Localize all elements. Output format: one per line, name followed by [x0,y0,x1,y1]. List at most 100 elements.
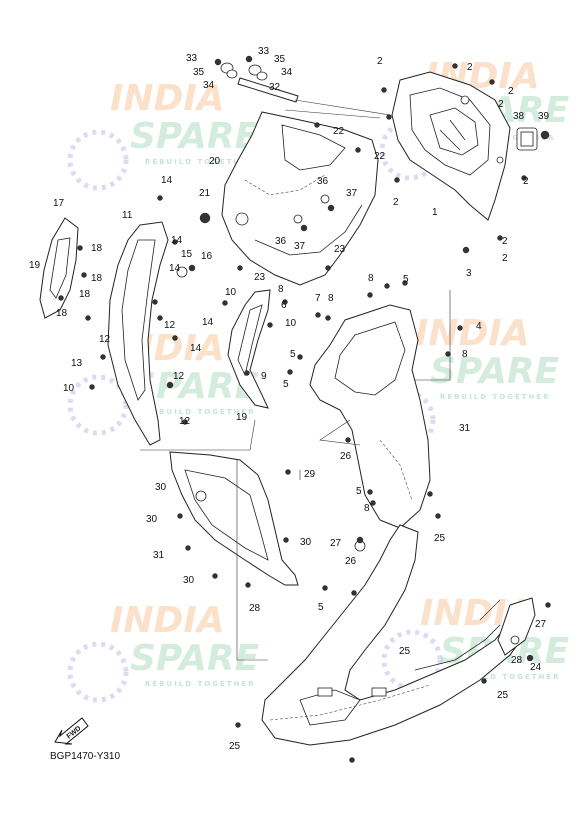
callout-37: 37 [294,241,306,252]
callout-34: 34 [281,67,293,78]
callout-31: 29 [304,469,316,480]
callout-18: 18 [56,308,68,319]
watermark-india-text: INDIA [110,600,225,641]
callout-5: 5 [283,379,289,390]
callout-8: 4 [476,321,482,332]
callout-6: 7 [315,293,321,304]
callout-2: 2 [523,176,529,187]
part-4-right-side-panel [309,304,431,529]
callout-35: 35 [274,54,286,65]
callout-18: 18 [79,289,91,300]
callout-10: 9 [261,371,267,382]
callout-23: 23 [254,272,266,283]
part-32-rod-assembly [214,55,299,103]
callout-14: 14 [161,175,173,186]
part-29-under-cover [169,451,299,586]
callout-17: 17 [53,198,65,209]
part-20-center-cowl [199,111,379,286]
callout-28: 27 [330,538,342,549]
callout-5: 5 [356,486,362,497]
part-26-lower-bracket [354,536,536,662]
callout-5: 8 [462,349,468,360]
callout-22: 22 [374,151,386,162]
callout-12: 12 [179,416,191,427]
callout-15: 15 [181,249,193,260]
callout-12: 12 [173,371,185,382]
callout-5: 8 [364,503,370,514]
callout-18: 18 [91,243,103,254]
callout-2: 2 [502,253,508,264]
callout-19: 8 [278,284,284,295]
callout-2: 2 [502,236,508,247]
callout-14: 14 [169,263,181,274]
callout-2: 2 [393,197,399,208]
callout-2: 2 [467,62,473,73]
watermark-tagline: REBUILD TOGETHER [450,673,561,681]
callout-25: 5 [318,602,324,613]
watermark-top-left: INDIA SPARE REBUILD TOGETHER [67,78,260,191]
watermark-mid-right: INDIA SPARE REBUILD TOGETHER [374,313,560,451]
callout-33: 33 [186,53,198,64]
callout-5: 5 [290,349,296,360]
callout-23: 23 [334,244,346,255]
callout-8: 26 [340,451,352,462]
callout-30: 28 [249,603,261,614]
callout-31: 30 [300,537,312,548]
callout-12: 12 [164,320,176,331]
callout-9: 19 [236,412,248,423]
callout-27: 28 [511,655,523,666]
callout-37: 37 [346,188,358,199]
watermark-bottom-left: INDIA SPARE REBUILD TOGETHER [67,600,260,703]
callout-34: 34 [203,80,215,91]
callout-24: 25 [399,646,411,657]
callout-36: 36 [317,176,329,187]
callout-2: 2 [498,99,504,110]
callout-21: 21 [199,188,211,199]
callout-8: 6 [281,300,287,311]
callout-3: 3 [466,268,472,279]
callout-29: 30 [155,482,167,493]
reference-lines [140,99,501,661]
watermark-tagline: REBUILD TOGETHER [145,680,256,688]
watermark-india-text: INDIA [110,78,225,119]
callout-14: 14 [171,235,183,246]
callout-12: 12 [99,334,111,345]
callout-13: 13 [71,358,83,369]
watermark-tagline: REBUILD TOGETHER [440,393,551,401]
callout-20: 20 [209,156,221,167]
part-24-floor-pan [261,524,531,746]
callout-26: 25 [434,533,446,544]
callout-38: 38 [513,111,525,122]
part-17-left-cover [39,217,79,319]
part-9-middle-panel [227,289,271,409]
callout-8: 8 [368,273,374,284]
callout-4: 31 [459,423,471,434]
diagram-code: BGP1470-Y310 [50,751,120,762]
callout-2: 2 [377,56,383,67]
callout-33: 33 [258,46,270,57]
callout-11: 11 [122,210,133,221]
callout-22: 22 [333,126,345,137]
watermark-spare-text: SPARE [130,116,260,157]
part-1-front-bracket [391,71,550,221]
fwd-arrow: FWD [54,717,89,745]
callout-28: 24 [530,662,542,673]
callout-10: 10 [225,287,237,298]
watermark-tagline: REBUILD TOGETHER [145,408,256,416]
watermark-spare-text: SPARE [130,638,260,679]
callout-8: 5 [403,274,409,285]
callout-19: 19 [29,260,41,271]
callout-14: 14 [202,317,214,328]
callout-18: 18 [91,273,103,284]
callout-14: 14 [190,343,202,354]
callout-30: 30 [146,514,158,525]
callout-39: 39 [538,111,550,122]
callout-2: 2 [508,86,514,97]
watermark-spare-text: SPARE [430,351,560,392]
callout-labels: 33 35 34 33 35 34 32 2 2 2 2 38 39 2 2 1… [29,46,550,752]
callout-14: 10 [63,383,75,394]
callout-25: 25 [229,741,241,752]
fasteners [58,63,551,763]
watermark-tagline: REBUILD TOGETHER [145,158,256,166]
